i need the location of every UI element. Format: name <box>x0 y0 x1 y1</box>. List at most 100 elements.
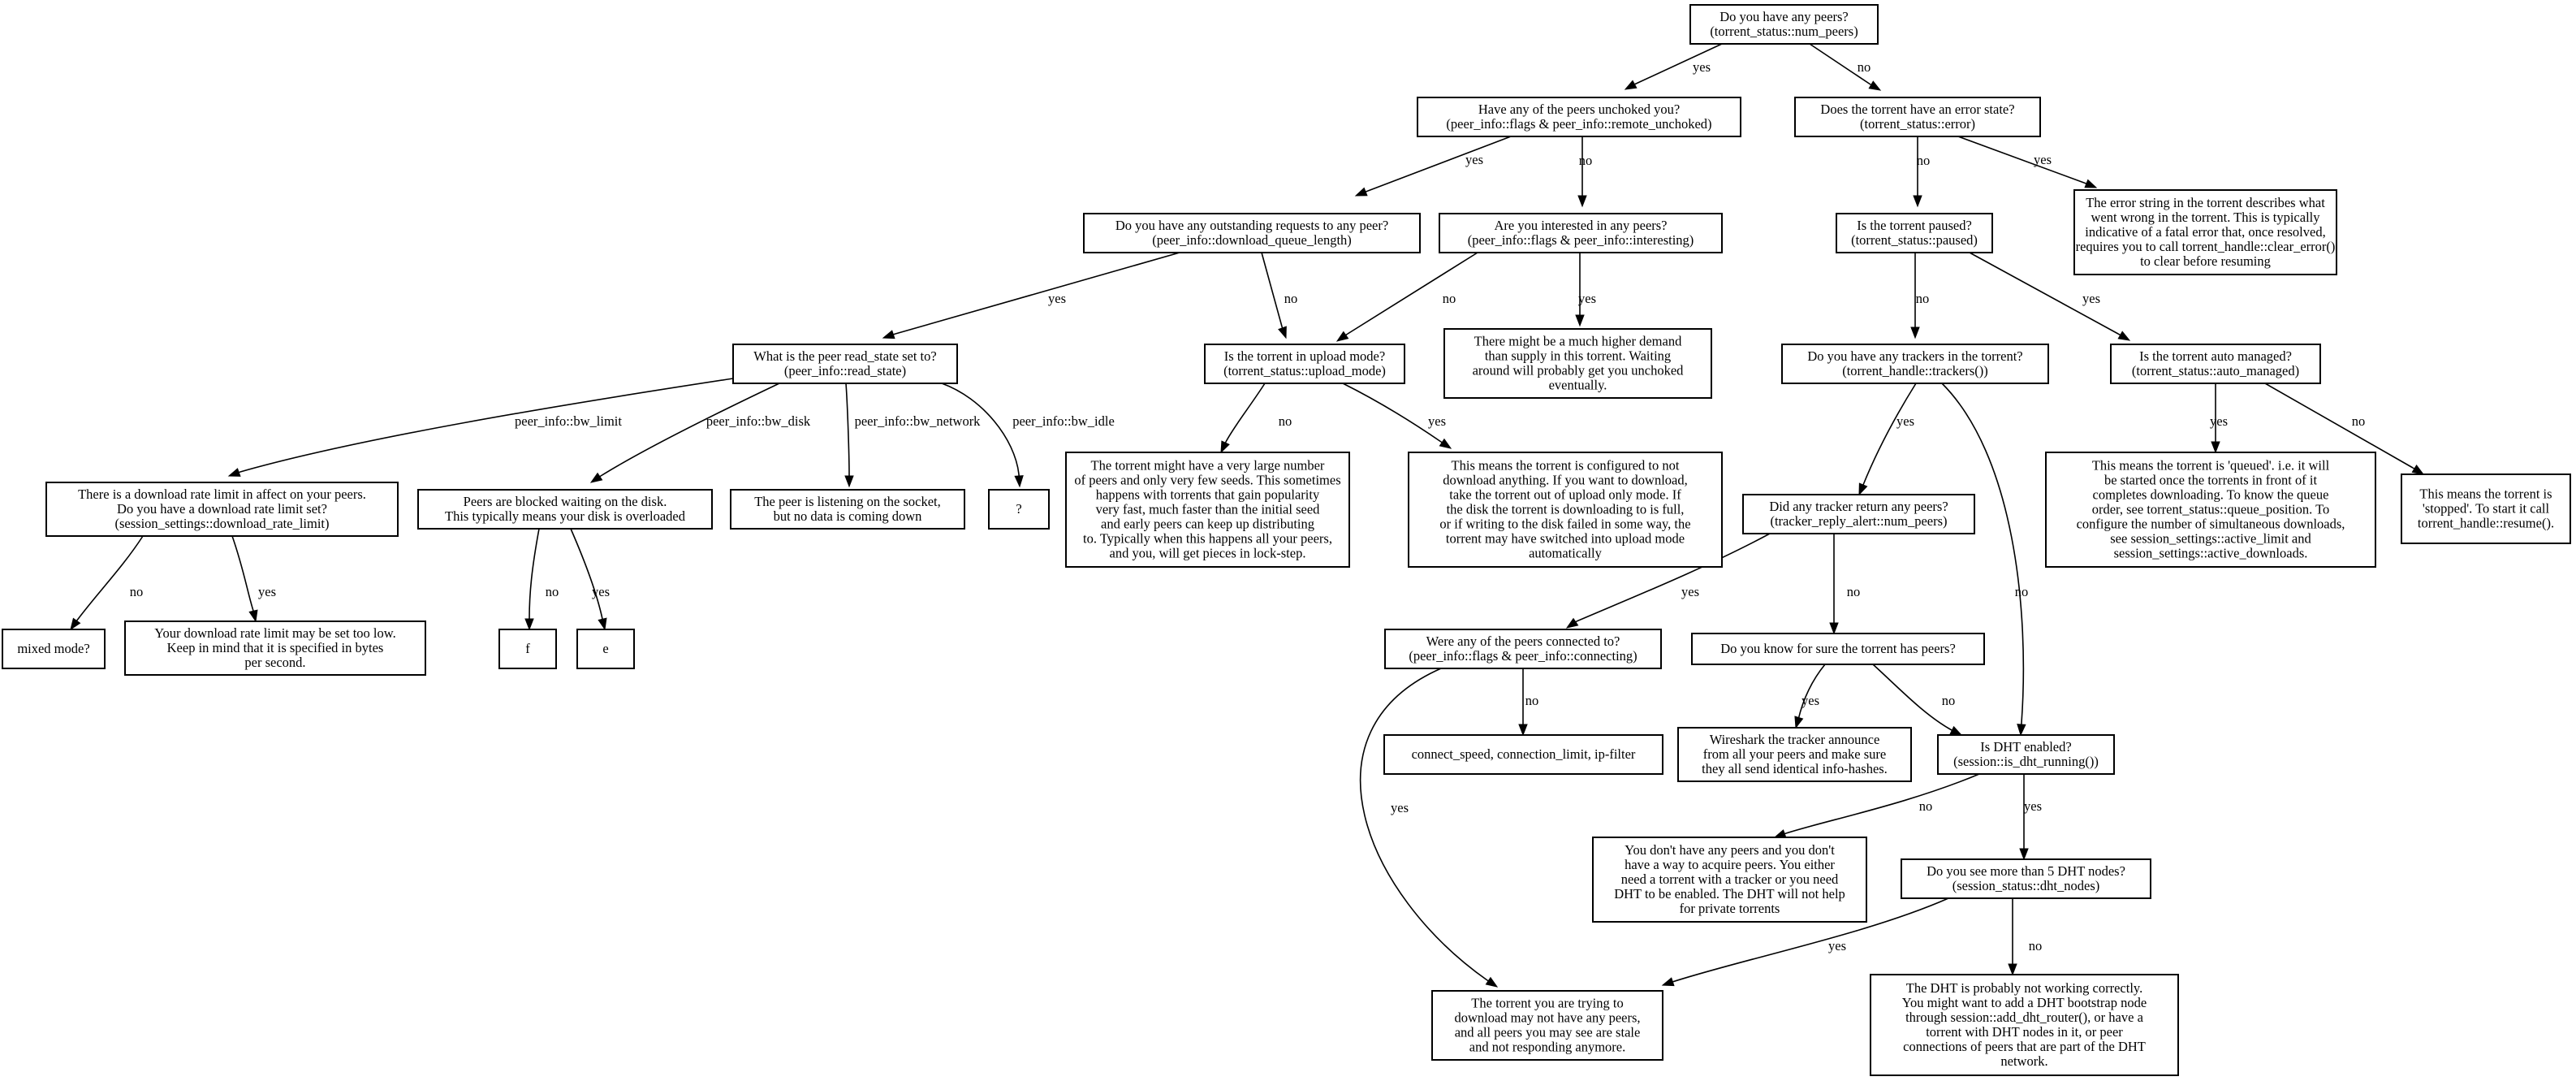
node-text-line: but no data is coming down <box>774 508 922 524</box>
arrowhead <box>1577 195 1587 208</box>
edge-e18: yes <box>1342 383 1452 449</box>
node-text-line: and not responding anymore. <box>1469 1040 1625 1055</box>
node-text-line: around will probably get you unchoked <box>1473 363 1685 378</box>
edge-e16: peer_info::bw_idle <box>941 383 1115 488</box>
arrowhead <box>1565 617 1579 629</box>
node-text-line: Peers are blocked waiting on the disk. <box>464 494 667 509</box>
arrowhead <box>1773 829 1787 838</box>
node-box <box>1383 734 1663 775</box>
node-n31: You don't have any peers and you don'tha… <box>1592 837 1867 923</box>
edge-label: yes <box>258 584 276 599</box>
arrowhead <box>248 609 258 623</box>
arrowhead <box>1868 80 1882 91</box>
node-text-line: Are you interested in any peers? <box>1494 218 1667 233</box>
node-n24: f <box>498 629 557 669</box>
node-text-line: Is DHT enabled? <box>1980 739 2071 755</box>
edge-e2: no <box>1809 43 1882 91</box>
edge-e21: yes <box>2210 383 2228 454</box>
edge-line <box>1342 383 1442 443</box>
edge-label: no <box>1917 153 1931 168</box>
node-n11: Do you have any trackers in the torrent?… <box>1781 344 2049 384</box>
node-box <box>1677 727 1912 782</box>
node-text-line: torrent_handle::resume(). <box>2418 516 2554 531</box>
node-n9: Is the torrent in upload mode?(torrent_s… <box>1204 344 1405 384</box>
node-text-line: need a torrent with a tracker or you nee… <box>1621 871 1839 887</box>
node-text-line: There might be a much higher demand <box>1474 334 1682 349</box>
edge-label: yes <box>1693 59 1711 75</box>
edge-line <box>941 383 1020 475</box>
node-text-line: very fast, much faster than the initial … <box>1096 502 1321 517</box>
node-text-line: or if writing to the disk failed in some… <box>1439 517 1690 532</box>
edge-label: yes <box>2210 413 2228 429</box>
edge-line <box>1784 832 1787 835</box>
node-box <box>576 629 635 669</box>
edge-e17: no <box>1220 383 1292 454</box>
node-text-line: and you, will get pieces in lock-step. <box>1110 546 1306 561</box>
node-text-line: This means the torrent is 'queued'. i.e.… <box>2092 458 2330 473</box>
node-n28: connect_speed, connection_limit, ip-filt… <box>1383 734 1663 775</box>
node-text-line: The torrent you are trying to <box>1471 996 1623 1011</box>
node-n27: Do you know for sure the torrent has pee… <box>1691 633 1985 665</box>
edge-label: yes <box>1048 291 1066 306</box>
node-text-line: be started once the torrents in front of… <box>2104 473 2317 488</box>
node-text-line: This means the torrent is <box>2419 486 2552 502</box>
edge-label: no <box>1525 693 1539 708</box>
node-text-line: through session::add_dht_router(), or ha… <box>1905 1010 2143 1025</box>
edge-e30: yes <box>1359 668 1499 988</box>
arrowhead <box>1910 326 1920 339</box>
node-text-line: automatically <box>1529 546 1603 561</box>
node-box <box>1870 974 2179 1076</box>
edge-label: yes <box>2034 152 2052 167</box>
edge-e25: no <box>524 528 559 631</box>
node-text-line: (peer_info::read_state) <box>784 363 906 378</box>
edge-line <box>1347 252 1478 335</box>
node-text-line: to clear before resuming <box>2140 253 2271 269</box>
edge-e12: yes <box>1969 252 2131 341</box>
edge-label: yes <box>1391 800 1409 815</box>
node-text-line: network. <box>2000 1053 2047 1069</box>
edge-line <box>1969 252 2119 335</box>
node-text-line: configure the number of simultaneous dow… <box>2077 517 2345 532</box>
edge-e3: yes <box>1354 136 1512 197</box>
node-box <box>988 489 1050 530</box>
arrowhead <box>1858 482 1868 496</box>
node-text-line: This typically means your disk is overlo… <box>445 508 686 524</box>
node-text-line: You might want to add a DHT bootstrap no… <box>1902 995 2147 1010</box>
edge-label: no <box>130 584 144 599</box>
node-text-line: per second. <box>244 655 305 670</box>
node-n32: Do you see more than 5 DHT nodes?(sessio… <box>1901 858 2151 899</box>
edge-line <box>1261 252 1283 327</box>
edge-e27: no <box>1829 534 1860 635</box>
node-text-line: completes downloading. To know the queue <box>2093 487 2329 503</box>
node-text-line: mixed mode? <box>17 641 89 656</box>
node-box <box>1065 452 1350 568</box>
node-box <box>1384 629 1662 669</box>
edge-label: yes <box>1681 584 1699 599</box>
arrowhead <box>70 617 81 631</box>
edge-e34: yes <box>2019 774 2042 861</box>
edge-label: no <box>1919 798 1933 814</box>
node-box <box>124 620 426 676</box>
node-box <box>1794 97 2041 137</box>
node-text-line: ? <box>1016 501 1021 517</box>
arrowhead <box>2117 331 2131 341</box>
node-text-line: Do you know for sure the torrent has pee… <box>1720 641 1956 656</box>
edge-label: peer_info::bw_limit <box>515 413 622 429</box>
node-text-line: What is the peer read_state set to? <box>753 348 936 364</box>
edge-label: yes <box>1896 413 1914 429</box>
arrowhead <box>2211 441 2220 454</box>
edge-line <box>1941 383 2025 724</box>
edge-e4: no <box>1577 136 1592 208</box>
node-n23: Your download rate limit may be set too … <box>124 620 426 676</box>
node-text-line: (torrent_status::paused) <box>1851 232 1978 248</box>
edge-line <box>1224 441 1227 443</box>
edge-line <box>1797 664 1826 720</box>
arrowhead <box>589 472 603 483</box>
node-n13: There is a download rate limit in affect… <box>45 482 399 537</box>
node-text-line: Have any of the peers unchoked you? <box>1478 102 1680 117</box>
arrowhead <box>1575 314 1585 327</box>
edge-line <box>1957 136 2085 184</box>
edge-line <box>599 475 602 478</box>
node-box <box>1781 344 2049 384</box>
